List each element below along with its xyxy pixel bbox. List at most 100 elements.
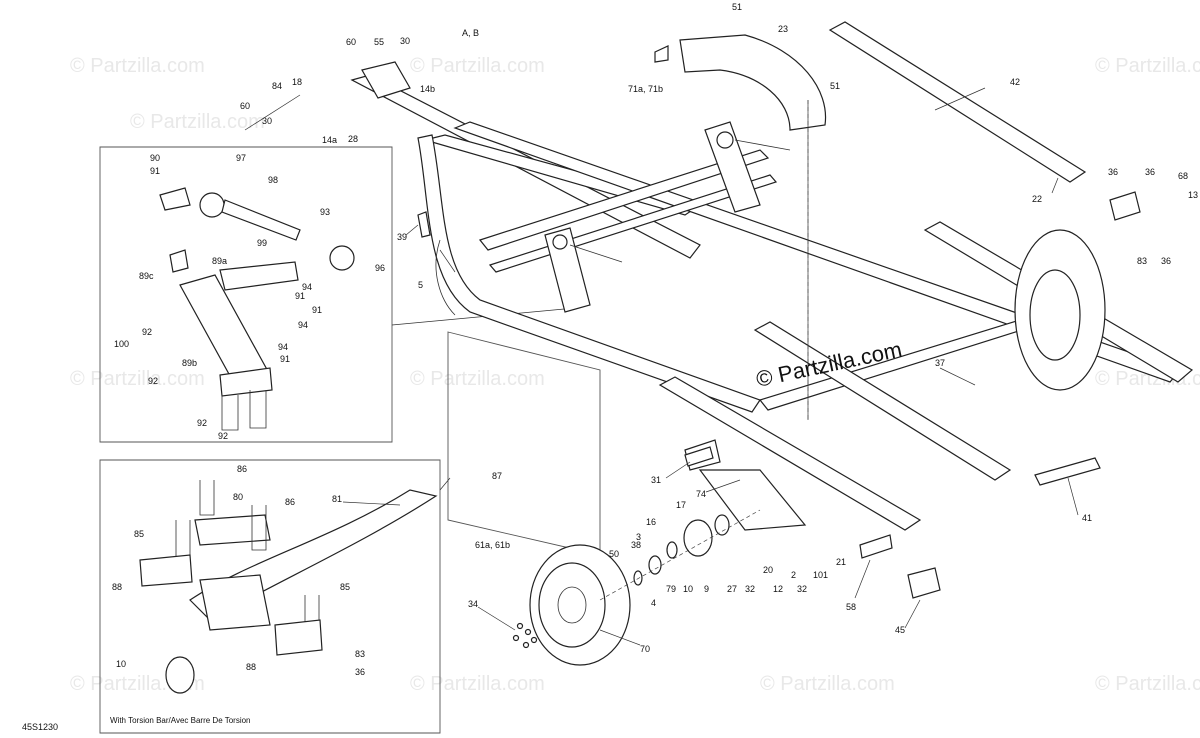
callout-4: 4	[651, 598, 656, 608]
callout-34: 34	[468, 599, 478, 609]
callout-93: 93	[320, 207, 330, 217]
callout-2: 2	[791, 570, 796, 580]
seal	[666, 541, 678, 559]
callout-85: 85	[340, 582, 350, 592]
leader	[854, 559, 871, 599]
bearing-outer	[648, 555, 662, 575]
reflector-41	[1034, 457, 1101, 486]
callout-18: 18	[292, 77, 302, 87]
bow-strap	[569, 244, 623, 263]
winch-handle	[159, 187, 191, 211]
callout-30: 30	[262, 116, 272, 126]
callout-10: 10	[683, 584, 693, 594]
callout-98: 98	[268, 175, 278, 185]
callout-ab: A, B	[462, 28, 479, 38]
watermark-faint: © Partzilla.com	[1095, 673, 1200, 695]
leader	[439, 249, 456, 273]
callout-94: 94	[298, 320, 308, 330]
leader	[939, 367, 976, 386]
callout-90: 90	[150, 153, 160, 163]
bunk-right-lower	[753, 321, 1012, 481]
watermark-faint: © Partzilla.com	[70, 368, 205, 390]
bunks	[658, 21, 1194, 531]
callout-39: 39	[397, 232, 407, 242]
callout-92: 92	[197, 418, 207, 428]
callout-36: 36	[1145, 167, 1155, 177]
callout-99: 99	[257, 238, 267, 248]
callout-58: 58	[846, 602, 856, 612]
callout-32: 32	[745, 584, 755, 594]
callout-36: 36	[355, 667, 365, 677]
callout-88: 88	[112, 582, 122, 592]
callout-60: 60	[346, 37, 356, 47]
callout-27: 27	[727, 584, 737, 594]
leader	[1067, 477, 1079, 516]
bunk-left	[658, 376, 922, 531]
callout-86: 86	[285, 497, 295, 507]
callout-37: 37	[935, 358, 945, 368]
bow-roller	[552, 234, 568, 250]
fender	[654, 34, 827, 131]
callout-83: 83	[355, 649, 365, 659]
callout-14b: 14b	[420, 84, 435, 94]
drawing-number: 45S1230	[22, 722, 58, 732]
callout-70: 70	[640, 644, 650, 654]
leader	[934, 87, 986, 111]
light-45	[907, 567, 941, 599]
winch-roller-detail	[329, 245, 355, 271]
lug-nut	[512, 634, 520, 642]
callout-71ab: 71a, 71b	[628, 84, 663, 94]
u-bolt-92	[249, 390, 267, 429]
callout-38: 38	[631, 540, 641, 550]
callout-21: 21	[836, 557, 846, 567]
lug-nut	[524, 628, 532, 636]
leader-lines	[244, 87, 1079, 646]
callout-91: 91	[280, 354, 290, 364]
torsion-arm	[199, 574, 271, 631]
callout-22: 22	[1032, 194, 1042, 204]
watermark-faint: © Partzilla.com	[410, 673, 545, 695]
callout-10: 10	[116, 659, 126, 669]
callout-68: 68	[1178, 171, 1188, 181]
leader	[705, 479, 741, 493]
torsion-inset-box	[99, 459, 441, 734]
winch-inset	[159, 187, 355, 431]
callout-96: 96	[375, 263, 385, 273]
bracket-68	[1109, 191, 1141, 221]
callout-81: 81	[332, 494, 342, 504]
callout-60: 60	[240, 101, 250, 111]
small-parts	[417, 191, 1141, 649]
callout-20: 20	[763, 565, 773, 575]
lug-nut	[530, 636, 538, 644]
plate-89b	[219, 367, 273, 397]
inset-leader	[439, 477, 451, 491]
callout-79: 79	[666, 584, 676, 594]
callout-28: 28	[348, 134, 358, 144]
hub-face	[557, 586, 587, 624]
rim	[538, 562, 606, 648]
callout-94: 94	[302, 282, 312, 292]
callout-84: 84	[272, 81, 282, 91]
callout-42: 42	[1010, 77, 1020, 87]
callout-83: 83	[1137, 256, 1147, 266]
callout-36: 36	[1161, 256, 1171, 266]
callout-labels: 51 23 42 71a, 71b 51 60 55 30 A, B 84 18…	[112, 2, 1198, 677]
callout-88: 88	[246, 662, 256, 672]
left-side-rail	[417, 134, 761, 413]
leader	[342, 501, 401, 506]
callout-30: 30	[400, 36, 410, 46]
hub-inset-box	[447, 331, 601, 556]
leader	[244, 94, 301, 131]
front-cross-member	[478, 149, 770, 251]
bracket-31	[684, 446, 714, 467]
callout-92: 92	[148, 376, 158, 386]
watermark-faint: © Partzilla.com	[760, 673, 895, 695]
bow-stop-post	[544, 227, 591, 313]
callout-14a: 14a	[322, 135, 337, 145]
winch-inset-box	[99, 146, 393, 443]
callout-23: 23	[778, 24, 788, 34]
callout-89c: 89c	[139, 271, 154, 281]
torsion-box-caption: With Torsion Bar/Avec Barre De Torsion	[110, 716, 251, 725]
winch-drum	[716, 131, 734, 149]
